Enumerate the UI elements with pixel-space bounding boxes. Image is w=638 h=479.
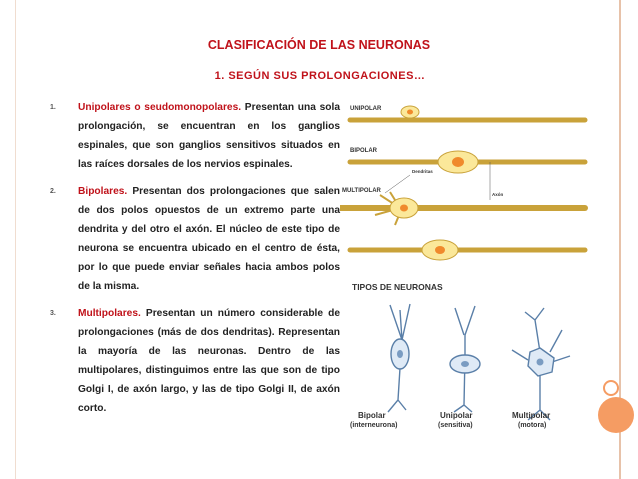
list-term: Bipolares.: [78, 186, 128, 197]
list-text: Presentan dos prolongaciones que salen d…: [78, 186, 340, 292]
label-bipolar: BIPOLAR: [350, 148, 378, 154]
caption-bipolar: Bipolar: [358, 411, 386, 420]
frame-line-left: [15, 0, 16, 479]
list-item-multipolar: 3. Multipolares. Presentan un número con…: [50, 304, 340, 418]
accent-ring: [603, 380, 619, 396]
slide-title: CLASIFICACIÓN DE LAS NEURONAS: [207, 38, 431, 52]
list-item-unipolar: 1. Unipolares o seudomonopolares. Presen…: [50, 98, 340, 174]
list-number: 2.: [50, 188, 56, 195]
list-term: Multipolares.: [78, 308, 141, 319]
list-text: Presentan una sola prolongación, se encu…: [78, 102, 340, 170]
neuron-classification-list: 1. Unipolares o seudomonopolares. Presen…: [50, 98, 340, 426]
label-dendrites: Dendritas: [412, 169, 433, 174]
list-number: 3.: [50, 310, 56, 317]
caption-bipolar-sub: (interneurona): [350, 422, 397, 429]
caption-multipolar: Multipolar: [512, 411, 550, 420]
neuron-types-illustration: UNIPOLAR BIPOLAR MULTIPOLAR Dendritas Ax…: [340, 105, 588, 261]
label-axon: Axón: [492, 192, 504, 197]
frame-line-right: [619, 0, 621, 479]
neuron-types-title: TIPOS DE NEURONAS: [352, 282, 443, 292]
list-text: Presentan un número considerable de prol…: [78, 308, 340, 414]
label-multipolar: MULTIPOLAR: [342, 188, 382, 194]
caption-multipolar-sub: (motora): [518, 422, 546, 429]
label-unipolar: UNIPOLAR: [350, 106, 382, 112]
caption-unipolar-sub: (sensitiva): [438, 422, 473, 429]
list-item-bipolar: 2. Bipolares. Presentan dos prolongacion…: [50, 182, 340, 296]
accent-circle: [598, 397, 634, 433]
caption-unipolar: Unipolar: [440, 411, 472, 420]
list-term: Unipolares o seudomonopolares.: [78, 102, 242, 113]
list-number: 1.: [50, 104, 56, 111]
neuron-types-drawing: TIPOS DE NEURONAS Bipolar (interneurona)…: [350, 282, 571, 429]
slide-subtitle: 1. SEGÚN SUS PROLONGACIONES…: [214, 70, 426, 82]
